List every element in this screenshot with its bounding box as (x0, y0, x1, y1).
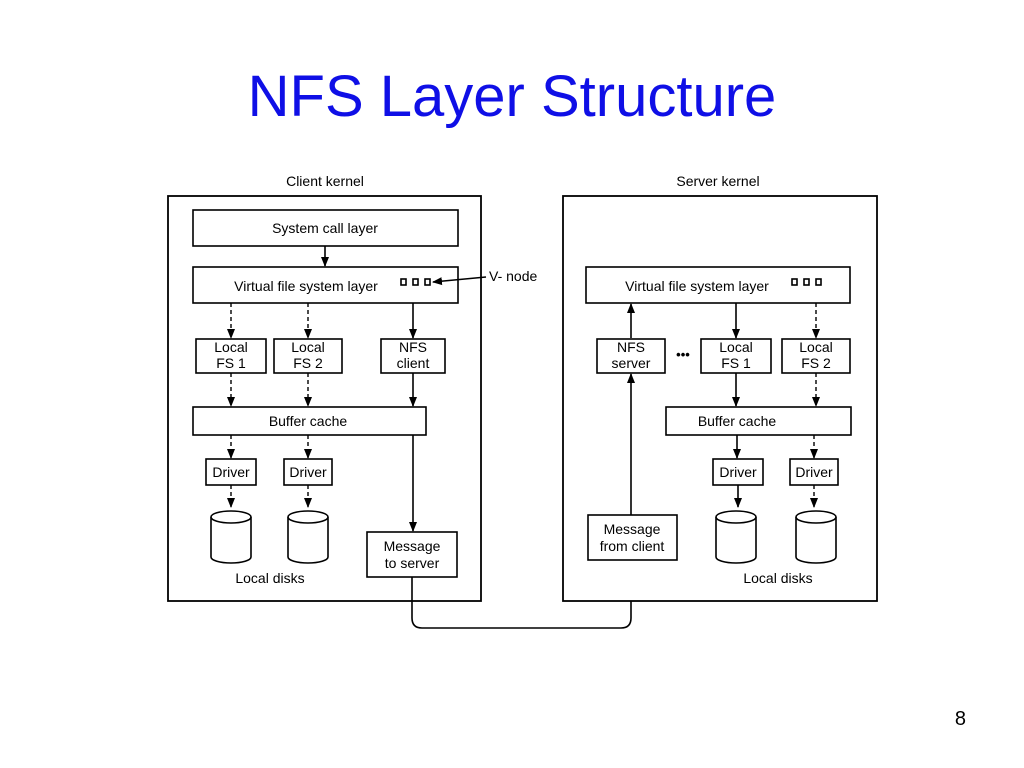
slide-title: NFS Layer Structure (247, 64, 777, 129)
client-local-fs1-line2: FS 1 (216, 355, 246, 371)
client-system-call-layer-label: System call layer (272, 220, 378, 236)
server-disk1-icon (715, 510, 757, 564)
page-number: 8 (954, 708, 966, 730)
server-buffer-cache-box (665, 406, 852, 436)
server-ellipsis: ••• (676, 347, 690, 362)
server-nfs-server-line2: server (612, 355, 651, 371)
client-buffer-cache-label: Buffer cache (269, 413, 348, 429)
client-buffer-cache-box (192, 406, 427, 436)
server-nfs-server-box (596, 338, 666, 374)
server-nfs-server-line1: NFS (617, 339, 645, 355)
server-vfs-layer-label: Virtual file system layer (625, 278, 769, 294)
client-local-fs1-line1: Local (214, 339, 247, 355)
client-message-box (366, 531, 458, 578)
server-message-line2: from client (600, 538, 665, 554)
server-local-fs1-line2: FS 1 (721, 355, 751, 371)
server-message-line1: Message (604, 521, 661, 537)
server-local-fs1-box (700, 338, 772, 374)
client-driver2-box (283, 458, 333, 486)
vnode-label: V- node (489, 268, 537, 284)
server-local-fs2-box (781, 338, 851, 374)
server-vnode-squares (791, 278, 822, 286)
client-message-line1: Message (384, 538, 441, 554)
server-local-disks-label: Local disks (743, 570, 812, 586)
client-system-call-layer-box (192, 209, 459, 247)
client-kernel-label: Client kernel (286, 173, 364, 189)
client-nfs-client-box (380, 338, 446, 374)
server-local-fs2-line2: FS 2 (801, 355, 831, 371)
client-driver1-box (205, 458, 257, 486)
client-message-line2: to server (385, 555, 440, 571)
client-nfs-client-line2: client (397, 355, 430, 371)
server-message-box (587, 514, 678, 561)
server-kernel-label: Server kernel (676, 173, 759, 189)
vnode-pointer-arrow (432, 276, 487, 286)
client-vnode-squares (400, 278, 431, 286)
client-driver1-label: Driver (212, 464, 250, 480)
server-driver1-label: Driver (719, 464, 757, 480)
client-nfs-client-line1: NFS (399, 339, 427, 355)
client-local-fs2-line1: Local (291, 339, 324, 355)
network-link-arrow (411, 559, 635, 629)
server-local-fs2-line1: Local (799, 339, 832, 355)
client-driver2-label: Driver (289, 464, 327, 480)
server-driver2-label: Driver (795, 464, 833, 480)
server-disk2-icon (795, 510, 837, 564)
client-disk1-icon (210, 510, 252, 564)
client-vfs-layer-label: Virtual file system layer (234, 278, 378, 294)
client-local-disks-label: Local disks (235, 570, 304, 586)
client-disk2-icon (287, 510, 329, 564)
server-buffer-cache-label: Buffer cache (698, 413, 777, 429)
client-local-fs2-line2: FS 2 (293, 355, 323, 371)
server-local-fs1-line1: Local (719, 339, 752, 355)
